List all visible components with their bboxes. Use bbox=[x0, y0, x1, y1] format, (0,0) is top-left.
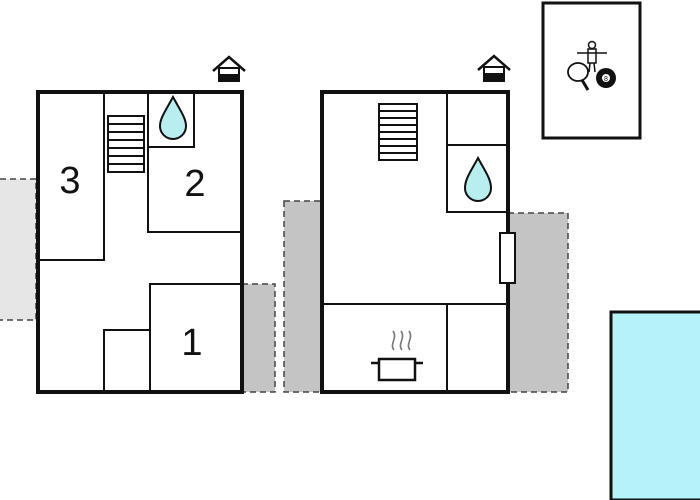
room-3-walls bbox=[38, 92, 105, 261]
terrace-center bbox=[283, 200, 322, 393]
building-left: 3 2 1 bbox=[36, 55, 246, 394]
room-2-walls bbox=[147, 92, 242, 233]
room-1-walls bbox=[149, 283, 242, 392]
terrace-right bbox=[507, 212, 569, 393]
house-entrance-icon bbox=[212, 55, 246, 82]
billiard-ball-icon: 8 bbox=[596, 68, 616, 88]
activities-box: 8 bbox=[541, 1, 642, 140]
terrace-left bbox=[0, 178, 37, 321]
room-label-2: 2 bbox=[184, 163, 205, 205]
water-drop-icon bbox=[463, 155, 493, 202]
outdoor-areas bbox=[0, 178, 700, 500]
building-left-walls bbox=[36, 90, 244, 394]
stairs-left bbox=[107, 115, 145, 173]
stairs-right bbox=[378, 103, 418, 161]
terrace-middle bbox=[241, 283, 276, 393]
svg-text:8: 8 bbox=[604, 76, 608, 83]
room-label-1: 1 bbox=[181, 322, 202, 364]
cooking-pot-icon bbox=[371, 330, 423, 382]
bathroom-right-walls bbox=[446, 92, 508, 213]
swimming-pool bbox=[609, 310, 700, 500]
room-label-3: 3 bbox=[59, 160, 80, 202]
building-right bbox=[320, 54, 516, 394]
closet-walls bbox=[103, 329, 150, 392]
bathroom-left-walls bbox=[148, 92, 195, 148]
table-tennis-icon bbox=[567, 62, 590, 91]
window-opening bbox=[499, 232, 516, 284]
house-entrance-icon bbox=[477, 54, 511, 82]
water-drop-icon bbox=[158, 94, 188, 140]
table-football-icon bbox=[577, 40, 607, 73]
